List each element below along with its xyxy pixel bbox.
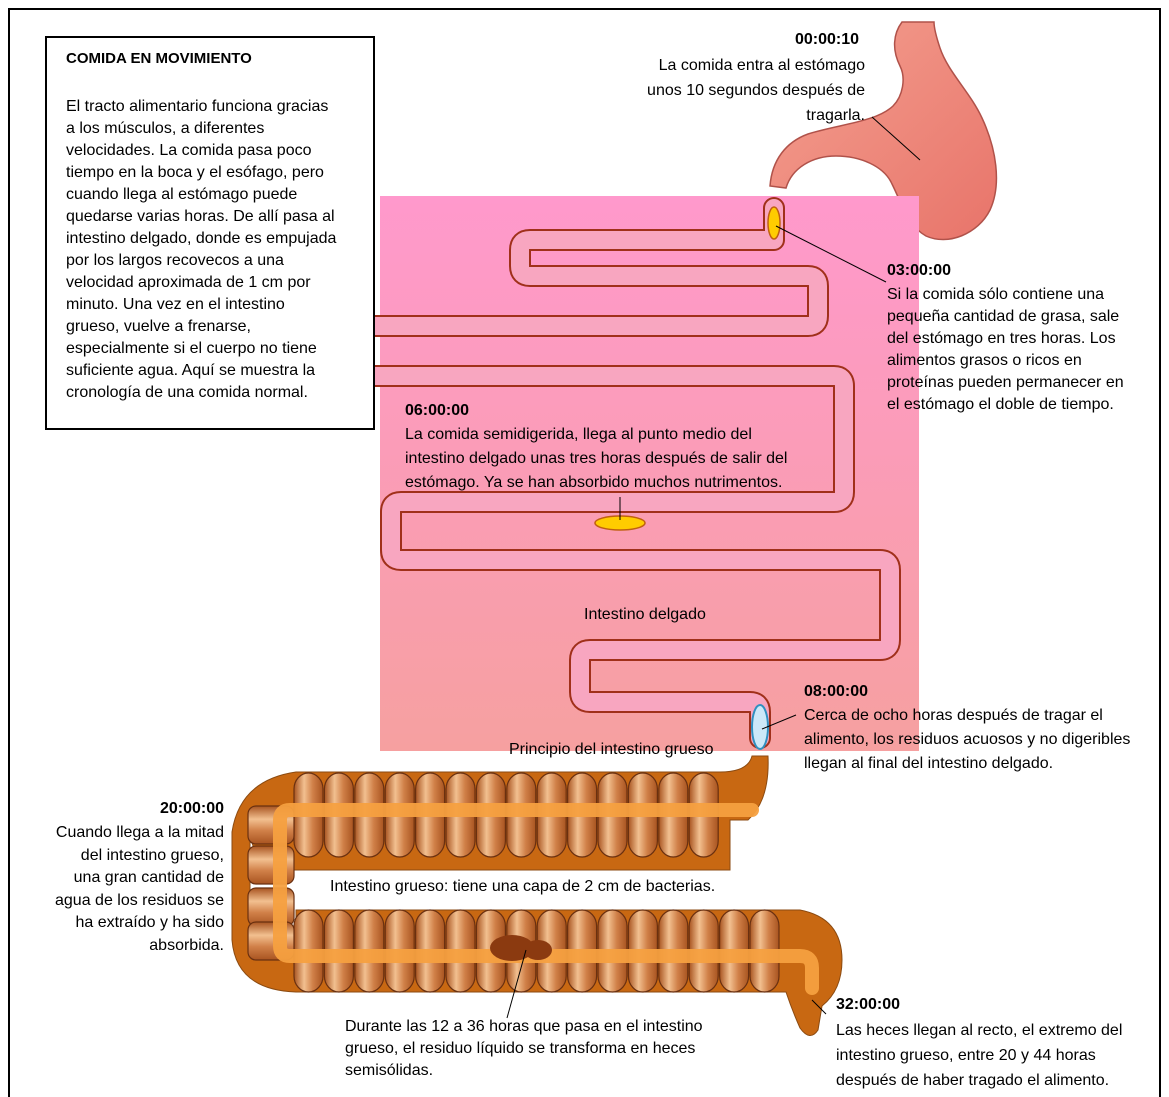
small-end-text: Cerca de ocho horas después de tragar el… bbox=[804, 704, 1149, 776]
stomach-exit-time: 03:00:00 bbox=[887, 260, 951, 281]
small-end-time: 08:00:00 bbox=[804, 681, 868, 702]
large-mid-text: Cuando llega a la mitad del intestino gr… bbox=[20, 822, 224, 957]
stomach-exit-text: Si la comida sólo contiene una pequeña c… bbox=[887, 284, 1157, 416]
colon-segment bbox=[248, 888, 294, 926]
stomach-entry-time: 00:00:10 bbox=[795, 29, 859, 50]
intro-box: COMIDA EN MOVIMIENTO El tracto alimentar… bbox=[45, 36, 375, 430]
feces-lump-2 bbox=[524, 940, 552, 960]
large-intestine-label: Intestino grueso: tiene una capa de 2 cm… bbox=[330, 876, 715, 897]
small-midpoint-text: La comida semidigerida, llega al punto m… bbox=[405, 423, 845, 495]
colon-segment bbox=[248, 846, 294, 884]
intro-title: COMIDA EN MOVIMIENTO bbox=[66, 50, 252, 67]
small-intestine-label: Intestino delgado bbox=[584, 604, 706, 625]
large-start-label: Principio del intestino grueso bbox=[509, 739, 714, 760]
large-transit-text: Durante las 12 a 36 horas que pasa en el… bbox=[345, 1016, 745, 1082]
stomach-entry-text: La comida entra al estómago unos 10 segu… bbox=[620, 53, 865, 128]
rectum-time: 32:00:00 bbox=[836, 994, 900, 1015]
large-mid-time: 20:00:00 bbox=[150, 798, 224, 819]
small-midpoint-time: 06:00:00 bbox=[405, 400, 469, 421]
rectum-text: Las heces llegan al recto, el extremo de… bbox=[836, 1018, 1156, 1093]
bolus-stomach-exit bbox=[768, 207, 780, 239]
intro-body: El tracto alimentario funciona gracias a… bbox=[66, 96, 366, 404]
